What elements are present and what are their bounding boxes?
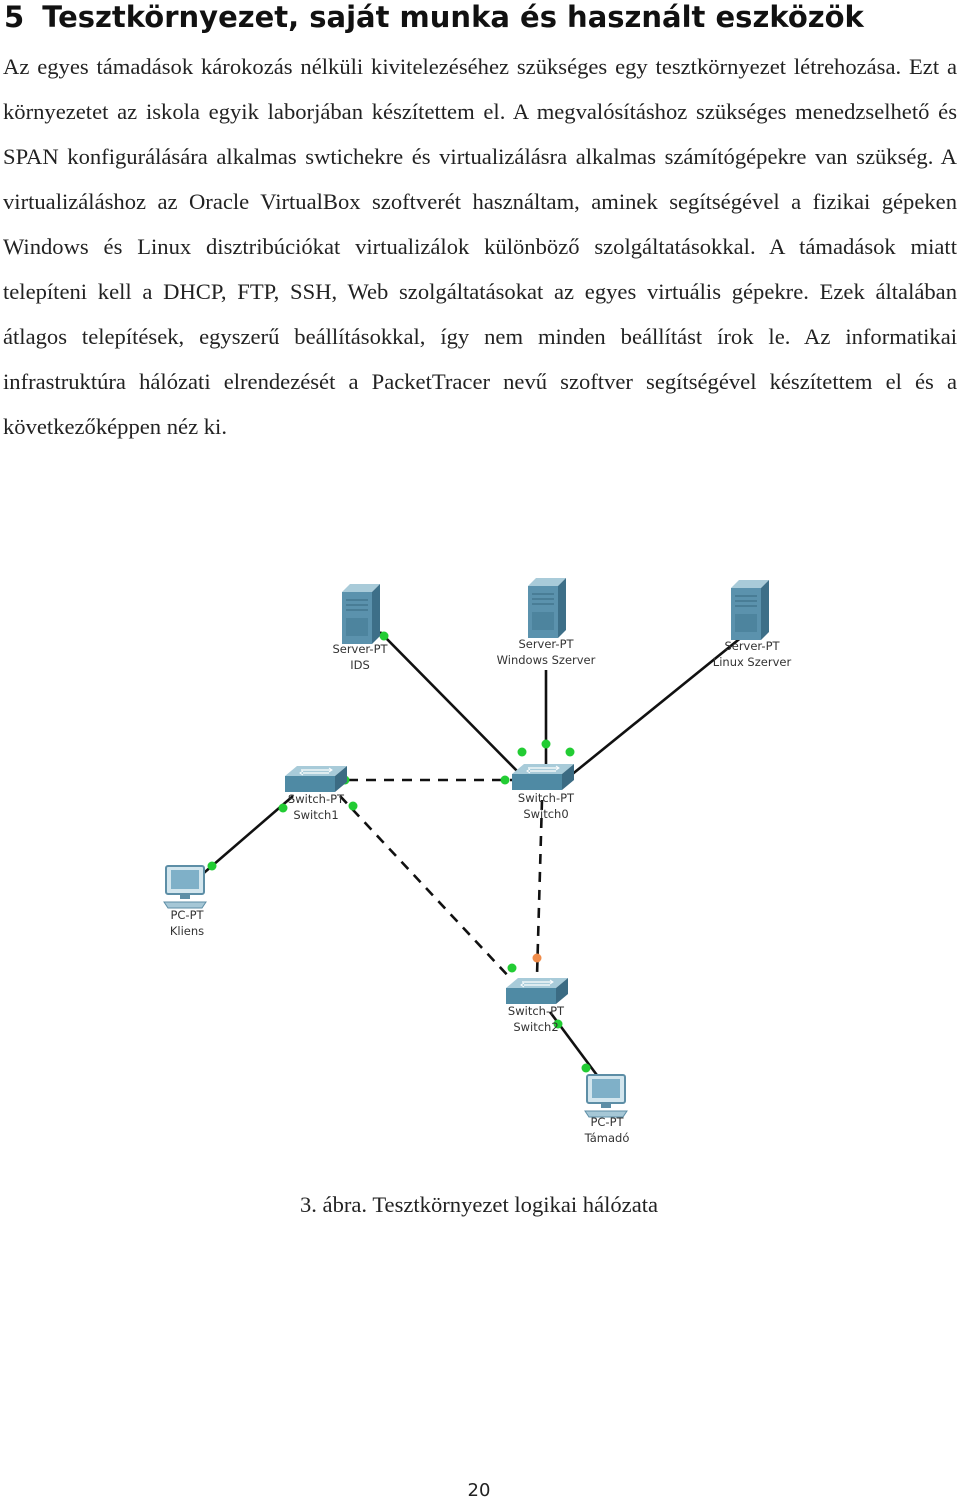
label-tamado-type: PC-PT bbox=[590, 1115, 624, 1129]
section-number: 5 bbox=[4, 0, 25, 34]
label-switch2-type: Switch-PT bbox=[508, 1004, 565, 1018]
label-windows-type: Server-PT bbox=[518, 637, 574, 651]
link-switch0-switch2 bbox=[535, 799, 544, 977]
section-title: Tesztkörnyezet, saját munka és használt … bbox=[42, 0, 864, 34]
page-number: 20 bbox=[467, 1480, 491, 1501]
label-ids-name: IDS bbox=[350, 658, 370, 672]
switch0-icon bbox=[511, 763, 575, 791]
pc-tamado-icon bbox=[584, 1074, 628, 1118]
label-linux-type: Server-PT bbox=[724, 639, 780, 653]
figure-caption: 3. ábra. Tesztkörnyezet logikai hálózata bbox=[299, 1192, 659, 1217]
network-diagram: Server-PT IDS Server-PT Windows Szerver … bbox=[150, 570, 810, 1160]
section-heading: 5 Tesztkörnyezet, saját munka és használt… bbox=[4, 0, 864, 34]
server-windows-icon bbox=[527, 577, 567, 639]
label-kliens-name: Kliens bbox=[170, 924, 204, 938]
label-switch0-name: Switch0 bbox=[523, 807, 568, 821]
switch1-icon bbox=[284, 765, 348, 793]
label-ids-type: Server-PT bbox=[332, 642, 388, 656]
label-switch1-name: Switch1 bbox=[293, 808, 338, 822]
label-windows-name: Windows Szerver bbox=[497, 653, 596, 667]
label-kliens-type: PC-PT bbox=[170, 908, 204, 922]
label-switch2-name: Switch2 bbox=[513, 1020, 558, 1034]
link-switch1-switch2 bbox=[339, 795, 513, 981]
server-ids-icon bbox=[341, 583, 381, 645]
link-linux-switch0 bbox=[569, 630, 749, 778]
body-paragraph: Az egyes támadások károkozás nélküli kiv… bbox=[3, 54, 957, 439]
label-switch0-type: Switch-PT bbox=[518, 791, 575, 805]
server-linux-icon bbox=[730, 579, 770, 641]
pc-kliens-icon bbox=[163, 865, 207, 909]
link-ids-switch0 bbox=[379, 631, 523, 777]
label-tamado-name: Támadó bbox=[584, 1131, 630, 1145]
label-switch1-type: Switch-PT bbox=[288, 792, 345, 806]
label-linux-name: Linux Szerver bbox=[713, 655, 792, 669]
switch2-icon bbox=[505, 977, 569, 1005]
